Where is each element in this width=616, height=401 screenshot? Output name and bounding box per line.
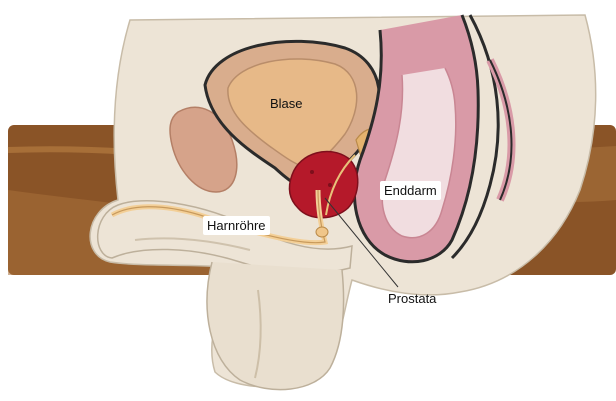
label-prostate: Prostata: [388, 292, 436, 305]
label-rectum: Enddarm: [380, 181, 441, 200]
label-urethra: Harnröhre: [203, 216, 270, 235]
prostate: [290, 152, 358, 218]
label-bladder: Blase: [270, 97, 303, 110]
